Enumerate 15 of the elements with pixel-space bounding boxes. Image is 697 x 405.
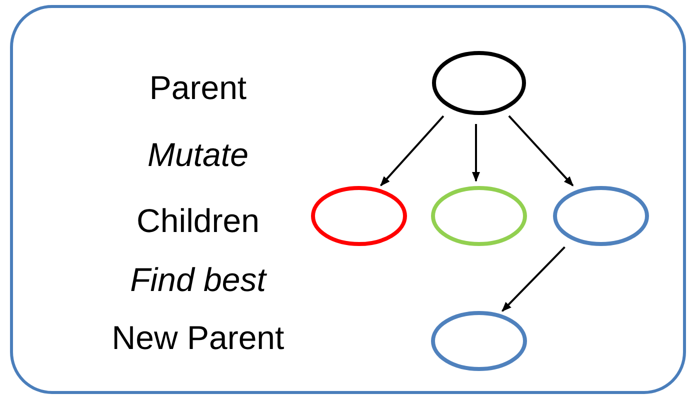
arrow	[508, 115, 574, 186]
ellipse-node	[431, 186, 527, 246]
rounded-frame	[10, 5, 686, 394]
ellipse-node	[311, 186, 407, 246]
stage-label: Children	[136, 201, 260, 241]
ellipse-node	[431, 311, 527, 371]
arrow	[380, 115, 444, 186]
stage-label: Find best	[129, 260, 268, 300]
arrow	[472, 124, 480, 182]
stage-label: New Parent	[110, 318, 286, 358]
stage-label: Parent	[148, 68, 248, 108]
arrow	[502, 246, 566, 312]
ellipse-node	[553, 186, 649, 246]
ellipse-node	[432, 51, 526, 115]
stage-label: Mutate	[146, 135, 250, 175]
